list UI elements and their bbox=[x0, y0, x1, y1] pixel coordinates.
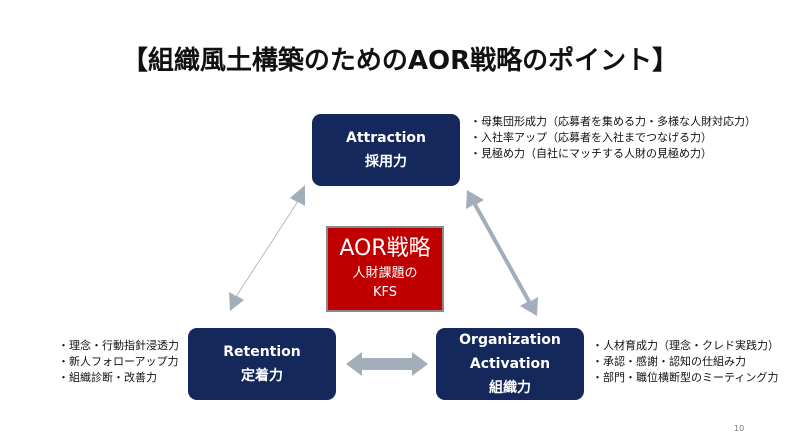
page-number: 10 bbox=[734, 424, 745, 433]
arrow-attraction-retention bbox=[229, 185, 305, 311]
retention-note: ・理念・行動指針浸透力 bbox=[58, 339, 179, 352]
organization-label: 組織力 bbox=[489, 380, 531, 396]
retention-label: 定着力 bbox=[241, 368, 283, 384]
attraction-note: ・見極め力（自社にマッチする人財の見極め力） bbox=[470, 147, 712, 160]
organization-note: ・承認・感謝・認知の仕組み力 bbox=[592, 355, 746, 368]
organization-activation-box: Organization Activation 組織力 bbox=[436, 328, 584, 400]
organization-name-line1: Organization bbox=[459, 332, 561, 348]
arrow-attraction-organization bbox=[466, 190, 538, 316]
attraction-name: Attraction bbox=[346, 130, 426, 146]
retention-note: ・組織診断・改善力 bbox=[58, 371, 157, 384]
attraction-box: Attraction 採用力 bbox=[312, 114, 460, 186]
center-line2: KFS bbox=[372, 285, 398, 300]
organization-note: ・人材育成力（理念・クレド実践力） bbox=[592, 339, 779, 352]
organization-notes: ・人材育成力（理念・クレド実践力） ・承認・感謝・認知の仕組み力 ・部門・職位横… bbox=[592, 338, 779, 386]
retention-notes: ・理念・行動指針浸透力 ・新人フォローアップ力 ・組織診断・改善力 bbox=[58, 338, 179, 386]
attraction-note: ・母集団形成力（応募者を集める力・多様な人財対応力） bbox=[470, 115, 756, 128]
organization-name-line2: Activation bbox=[469, 356, 551, 372]
attraction-note: ・入社率アップ（応募者を入社までつなげる力） bbox=[470, 131, 712, 144]
page-title: 【組織風土構築のためのAOR戦略のポイント】 bbox=[121, 46, 679, 76]
retention-box: Retention 定着力 bbox=[188, 328, 336, 400]
aor-strategy-center-box: AOR戦略 人財課題の KFS bbox=[326, 226, 444, 312]
attraction-label: 採用力 bbox=[365, 154, 407, 170]
center-line1: 人財課題の bbox=[352, 266, 418, 281]
organization-note: ・部門・職位横断型のミーティング力 bbox=[592, 371, 779, 384]
retention-name: Retention bbox=[223, 344, 301, 360]
center-title: AOR戦略 bbox=[339, 236, 431, 261]
arrow-retention-organization bbox=[346, 352, 428, 376]
retention-note: ・新人フォローアップ力 bbox=[58, 355, 179, 368]
attraction-notes: ・母集団形成力（応募者を集める力・多様な人財対応力） ・入社率アップ（応募者を入… bbox=[470, 114, 756, 162]
